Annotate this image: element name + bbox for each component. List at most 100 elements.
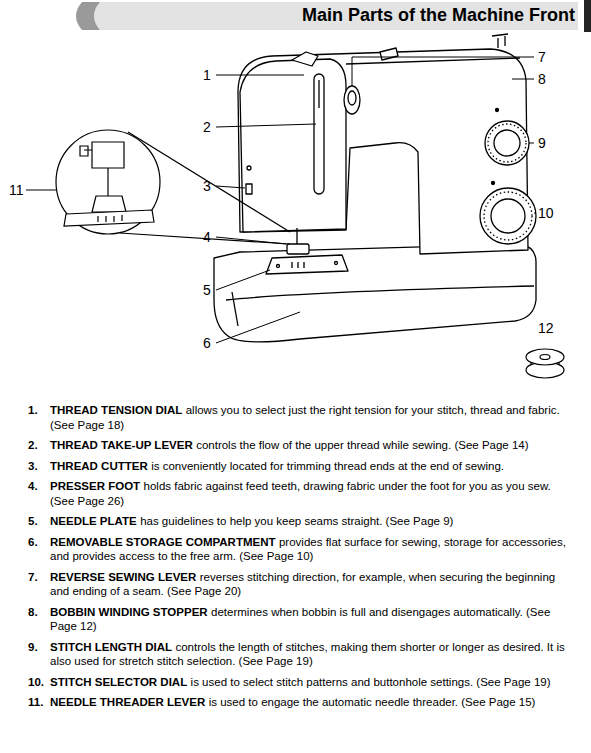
take-up-lever [318, 80, 319, 108]
part-name: STITCH LENGTH DIAL [50, 641, 172, 653]
list-number: 9. [28, 640, 38, 655]
list-item: 7.REVERSE SEWING LEVERreverses stitching… [28, 570, 576, 599]
plate-screw [335, 262, 338, 265]
part-description: is used to select stitch patterns and bu… [191, 676, 551, 688]
stitch-length-dial [488, 124, 526, 162]
part-name: PRESSER FOOT [50, 480, 140, 492]
list-item: 10. STITCH SELECTOR DIAL is used to select… [28, 675, 576, 690]
bobbin-winder [380, 48, 398, 60]
list-item: 8.BOBBIN WINDING STOPPERdetermines when … [28, 605, 576, 634]
needle-clamp [92, 142, 124, 168]
leader-lines [512, 79, 534, 80]
feed-teeth [98, 215, 122, 222]
zoom-circle [56, 130, 160, 234]
list-item: 5. NEEDLE PLATEhas guidelines to help you… [28, 514, 576, 529]
leader-lines [216, 186, 245, 188]
list-number: 6. [28, 535, 38, 550]
tension-dial [292, 52, 318, 66]
title-banner [584, 0, 591, 32]
title-banner [94, 2, 578, 30]
callout-number: 2 [203, 119, 211, 135]
take-up-lever-slot [314, 74, 324, 194]
parts-list: 1.THREAD TENSION DIALallows you to selec… [28, 403, 576, 716]
list-number: 4. [28, 479, 38, 494]
list-number: 3. [28, 459, 38, 474]
title-banner [76, 2, 100, 30]
part-name: THREAD TENSION DIAL [50, 404, 182, 416]
sewing-machine [214, 34, 536, 342]
list-number: 8. [28, 605, 38, 620]
needle-plate [266, 255, 348, 274]
leader-lines [529, 143, 534, 144]
presser-foot [287, 244, 309, 254]
dial-dot [492, 182, 495, 185]
list-item: 11. NEEDLE THREADER LEVER is used to engag… [28, 695, 576, 710]
list-number: 5. [28, 514, 38, 529]
list-number: 2. [28, 438, 38, 453]
needle-detail [56, 130, 290, 244]
threader-lever [80, 146, 92, 156]
callout-number: 5 [203, 282, 211, 298]
list-number: 10. [28, 675, 44, 690]
callout-number: 12 [538, 320, 554, 336]
list-number: 1. [28, 403, 38, 418]
needle-plate [64, 210, 154, 226]
callout-number: 10 [538, 205, 554, 221]
stitch-selector-dial [491, 199, 525, 233]
part-name: NEEDLE THREADER LEVER [50, 696, 205, 708]
leader-lines [26, 190, 56, 191]
list-number: 7. [28, 570, 38, 585]
callout-number: 8 [538, 71, 546, 87]
page-title: Main Parts of the Machine Front [302, 4, 575, 26]
part-name: THREAD TAKE-UP LEVER [50, 439, 193, 451]
needle [107, 168, 108, 200]
leader-lines [534, 213, 536, 214]
face-screw [247, 166, 251, 170]
arm-top [346, 58, 520, 64]
spool-pin [492, 34, 508, 48]
leader-lines [216, 75, 304, 76]
part-name: BOBBIN WINDING STOPPER [50, 606, 208, 618]
leader-lines [216, 237, 286, 244]
leader-lines [26, 57, 536, 343]
bobbin [540, 355, 550, 360]
part-description: is conveniently located for trimming thr… [151, 460, 504, 472]
list-item: 9.STITCH LENGTH DIALcontrols the length … [28, 640, 576, 669]
part-name: THREAD CUTTER [50, 460, 148, 472]
stitch-length-dial [494, 130, 520, 156]
storage-compartment [232, 292, 238, 326]
head-front [240, 59, 346, 232]
reverse-lever [344, 86, 360, 114]
reverse-lever [348, 91, 356, 105]
part-name: STITCH SELECTOR DIAL [50, 676, 187, 688]
storage-compartment [226, 286, 534, 300]
part-description: is used to engage the automatic needle t… [209, 696, 536, 708]
feed-teeth [292, 262, 304, 268]
machine-base [214, 244, 536, 342]
list-item: 3. THREAD CUTTERis conveniently located f… [28, 459, 576, 474]
callout-number: 6 [203, 335, 211, 351]
leader-lines [352, 57, 534, 86]
thread-cutter [246, 184, 252, 194]
list-item: 1.THREAD TENSION DIALallows you to selec… [28, 403, 576, 432]
list-item: 4.PRESSER FOOTholds fabric against feed … [28, 479, 576, 508]
part-description: has guidelines to help you keep seams st… [140, 515, 453, 527]
stitch-selector-dial [484, 192, 532, 240]
callout-number: 9 [538, 135, 546, 151]
list-number: 11. [28, 695, 43, 710]
part-name: REVERSE SEWING LEVER [50, 571, 196, 583]
callout-number: 1 [203, 67, 211, 83]
leader-lines [216, 270, 270, 290]
bobbin [526, 349, 564, 365]
leader-lines [216, 124, 316, 127]
callout-number: 4 [203, 229, 211, 245]
part-name: REMOVABLE STORAGE COMPARTMENT [50, 536, 276, 548]
bobbin [526, 349, 564, 378]
part-name: NEEDLE PLATE [50, 515, 137, 527]
plate-screw [277, 265, 280, 268]
presser-foot [92, 196, 126, 212]
title-banner [76, 0, 591, 32]
part-description: controls the flow of the upper thread wh… [196, 439, 528, 451]
